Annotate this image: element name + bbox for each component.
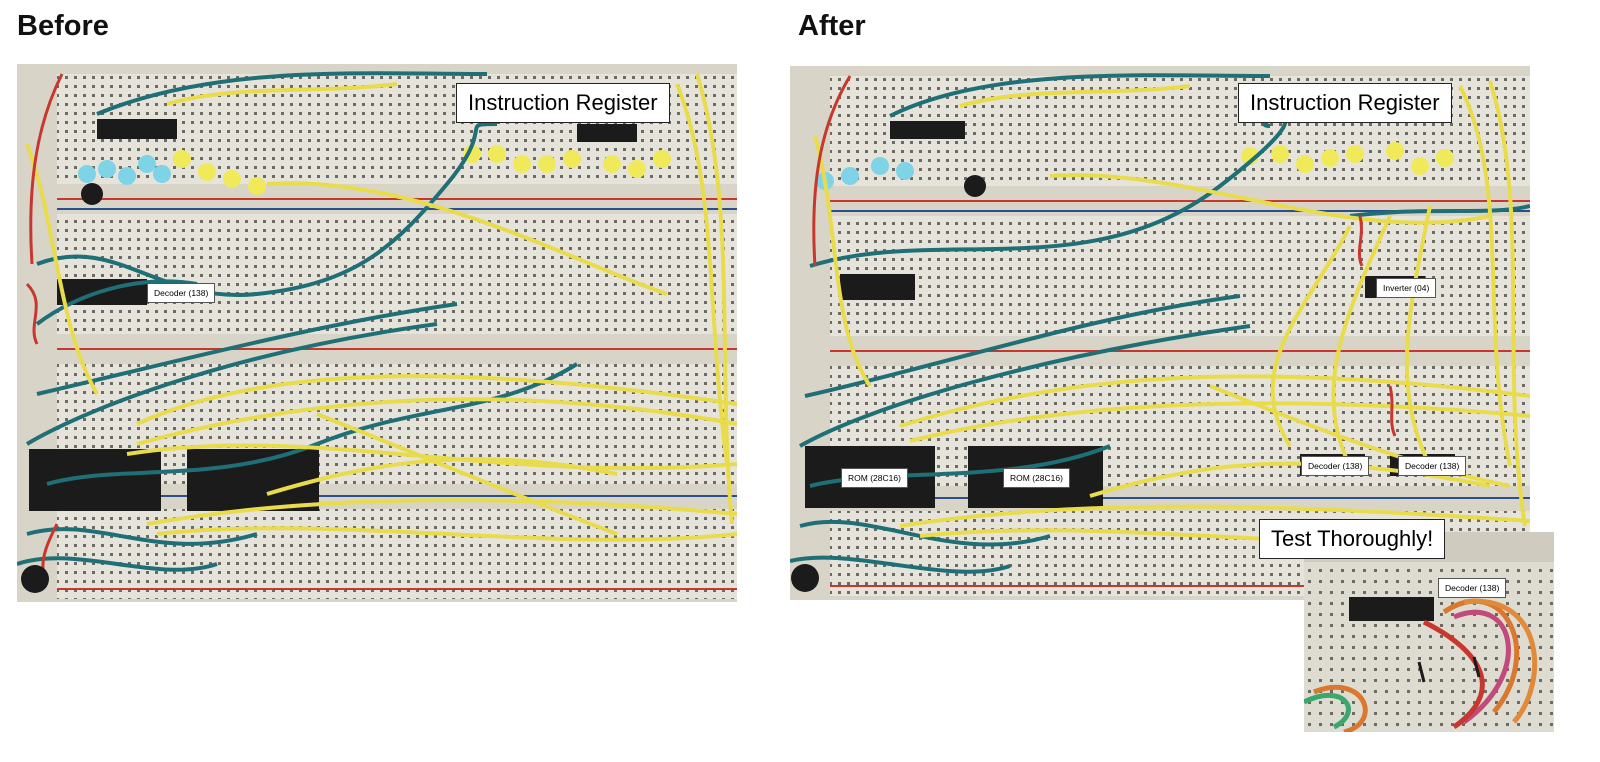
before-breadboard-image — [17, 64, 737, 602]
after-inverter-label: Inverter (04) — [1376, 278, 1437, 298]
after-rom-label-2: ROM (28C16) — [1003, 468, 1070, 488]
after-decoder-label-1: Decoder (138) — [1301, 456, 1370, 476]
after-rom-label-1: ROM (28C16) — [841, 468, 908, 488]
before-heading: Before — [17, 10, 109, 42]
inset-decoder-label: Decoder (138) — [1438, 578, 1507, 598]
before-decoder-label: Decoder (138) — [147, 283, 216, 303]
inset-photo: Decoder (138) — [1304, 532, 1554, 732]
before-instruction-register-label: Instruction Register — [456, 83, 670, 123]
inset-breadboard-image — [1304, 532, 1554, 732]
after-decoder-label-2: Decoder (138) — [1398, 456, 1467, 476]
before-photo: Instruction Register Decoder (138) — [17, 64, 737, 602]
test-thoroughly-caption: Test Thoroughly! — [1259, 519, 1446, 559]
after-heading: After — [798, 10, 866, 42]
after-instruction-register-label: Instruction Register — [1238, 83, 1452, 123]
